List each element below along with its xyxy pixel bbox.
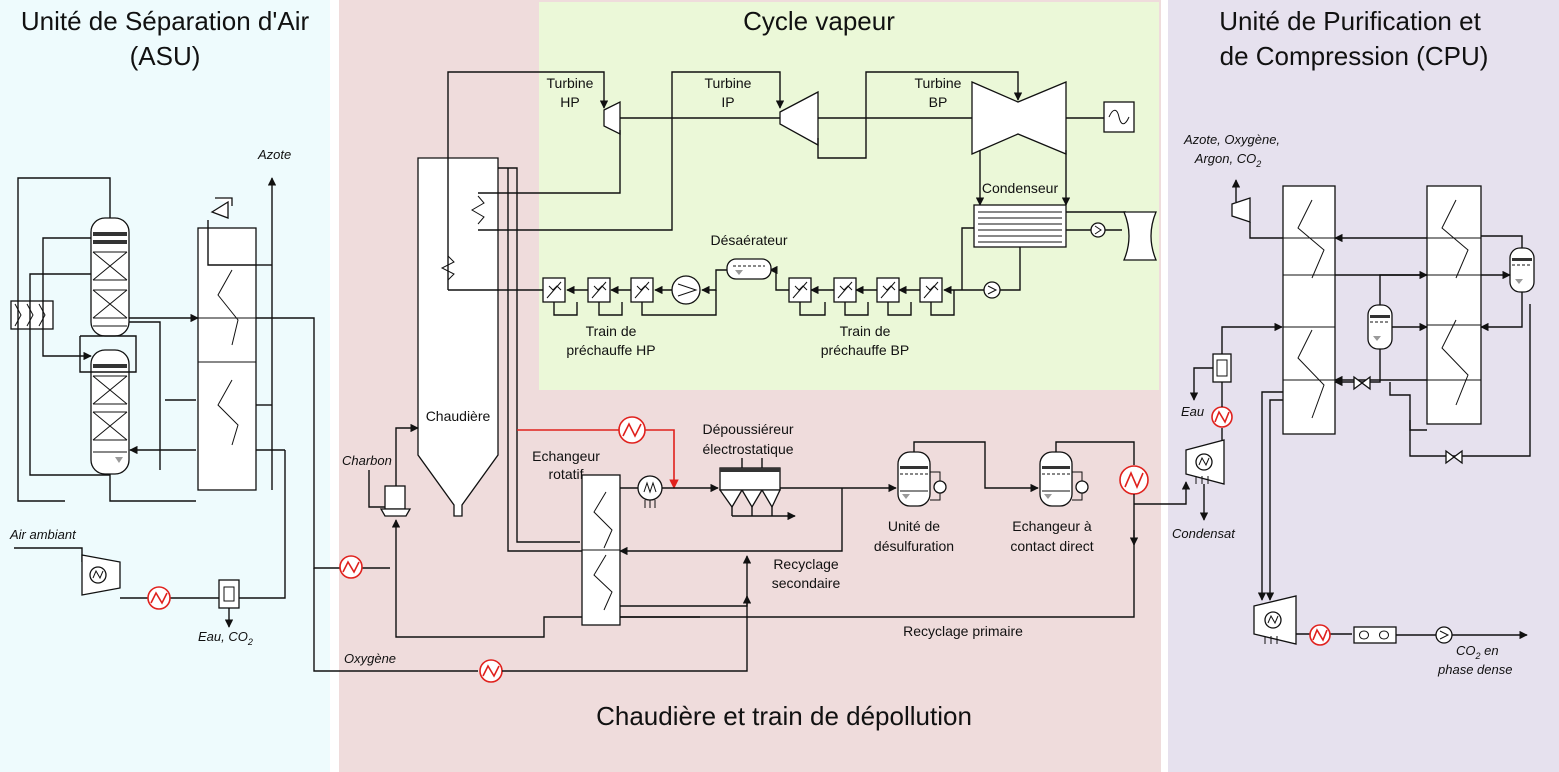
boiler-section: Chaudière Charbon Echangeur rotatif: [313, 157, 1191, 683]
label-turbine-ip-1: Turbine: [705, 75, 752, 91]
zone-cpu: [1168, 0, 1559, 772]
label-eau: Eau: [1181, 404, 1204, 419]
label-co2-2: phase dense: [1437, 662, 1512, 677]
label-train-bp-2: préchauffe BP: [821, 342, 909, 358]
asu-expander: [210, 197, 233, 219]
flue-fan: [637, 475, 663, 501]
zone-steam-title: Cycle vapeur: [743, 6, 895, 36]
cpu-coldbox-1: [1282, 185, 1336, 435]
label-co2-1: CO2 en: [1456, 643, 1499, 661]
label-contact-1: Echangeur à: [1012, 518, 1092, 534]
asu-section: Azote Air ambiant Eau, CO2: [9, 147, 390, 647]
label-echangeur-rotatif-2: rotatif: [548, 466, 583, 482]
zone-asu-title-1: Unité de Séparation d'Air: [21, 6, 310, 36]
cpu-vent-expander: [1231, 197, 1251, 223]
label-turbine-hp-1: Turbine: [547, 75, 594, 91]
coal-mill: [384, 485, 406, 510]
zone-boiler-title: Chaudière et train de dépollution: [596, 701, 972, 731]
zone-asu: [0, 0, 330, 772]
label-recyclage-secondaire-2: secondaire: [772, 575, 841, 591]
label-chaudiere: Chaudière: [426, 408, 491, 424]
desulfurization-unit: [897, 451, 931, 507]
cpu-dryer: [1212, 353, 1232, 383]
label-desulf-2: désulfuration: [874, 538, 954, 554]
label-recyclage-primaire: Recyclage primaire: [903, 623, 1023, 639]
zone-cpu-title-2: de Compression (CPU): [1220, 41, 1489, 71]
cpu-flash-drum-1: [1367, 304, 1393, 350]
label-train-hp-2: préchauffe HP: [566, 342, 655, 358]
label-cpu-vent-2: Argon, CO2: [1194, 151, 1261, 169]
label-train-hp-1: Train de: [586, 323, 637, 339]
label-azote: Azote: [257, 147, 291, 162]
label-turbine-bp-2: BP: [929, 94, 948, 110]
cpu-flash-drum-2: [1509, 247, 1535, 293]
asu-main-exchanger: [197, 227, 257, 491]
condensate-pump: [983, 281, 1001, 299]
steam-cycle-section: Turbine HP Turbine IP Turbine BP Condens…: [447, 71, 1157, 358]
zone-steam-cycle: [539, 2, 1159, 390]
label-turbine-hp-2: HP: [560, 94, 579, 110]
label-desaerateur: Désaérateur: [710, 232, 787, 248]
co2-pump: [1435, 626, 1453, 644]
cooling-tower: [1123, 211, 1157, 261]
label-depoussiereur-2: électrostatique: [702, 441, 793, 457]
label-air-ambiant: Air ambiant: [9, 527, 77, 542]
cooling-water-pump: [1090, 222, 1106, 238]
label-eau-co2: Eau, CO2: [198, 629, 253, 647]
cpu-coldbox-2: [1426, 185, 1482, 425]
zone-cpu-title-1: Unité de Purification et: [1219, 6, 1481, 36]
label-echangeur-rotatif-1: Echangeur: [532, 448, 600, 464]
cpu-valve-2: [1445, 449, 1463, 465]
direct-contact-exchanger: [1039, 451, 1073, 507]
label-turbine-ip-2: IP: [721, 94, 734, 110]
asu-purifier: [218, 579, 240, 609]
label-recyclage-secondaire-1: Recyclage: [773, 556, 839, 572]
zone-asu-title-2: (ASU): [130, 41, 201, 71]
label-charbon: Charbon: [342, 453, 392, 468]
cpu-dense-separator: [1353, 626, 1397, 644]
label-depoussiereur-1: Dépoussiéreur: [702, 421, 793, 437]
label-oxygene: Oxygène: [344, 651, 396, 666]
cpu-section: Condensat Eau: [1172, 132, 1535, 677]
label-cpu-vent-1: Azote, Oxygène,: [1183, 132, 1280, 147]
label-desulf-1: Unité de: [888, 518, 940, 534]
boiler-vessel: [417, 157, 499, 517]
label-contact-2: contact direct: [1010, 538, 1093, 554]
label-condenseur: Condenseur: [982, 180, 1059, 196]
label-condensat: Condensat: [1172, 526, 1236, 541]
deaerator: [726, 258, 772, 280]
label-turbine-bp-1: Turbine: [915, 75, 962, 91]
condenser: [973, 204, 1067, 248]
cpu-valve-1: [1353, 375, 1371, 391]
label-train-bp-1: Train de: [840, 323, 891, 339]
